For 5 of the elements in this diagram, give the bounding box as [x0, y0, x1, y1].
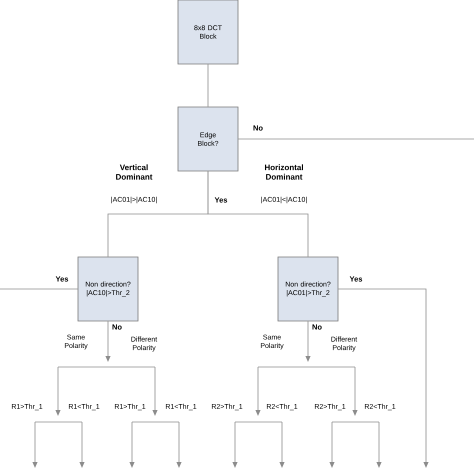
connector-line [0, 288, 78, 290]
connector-line [238, 138, 474, 140]
branch-label: Vertical Dominant [116, 164, 152, 180]
branch-label: Horizontal Dominant [264, 164, 303, 180]
connector-line [208, 171, 308, 257]
